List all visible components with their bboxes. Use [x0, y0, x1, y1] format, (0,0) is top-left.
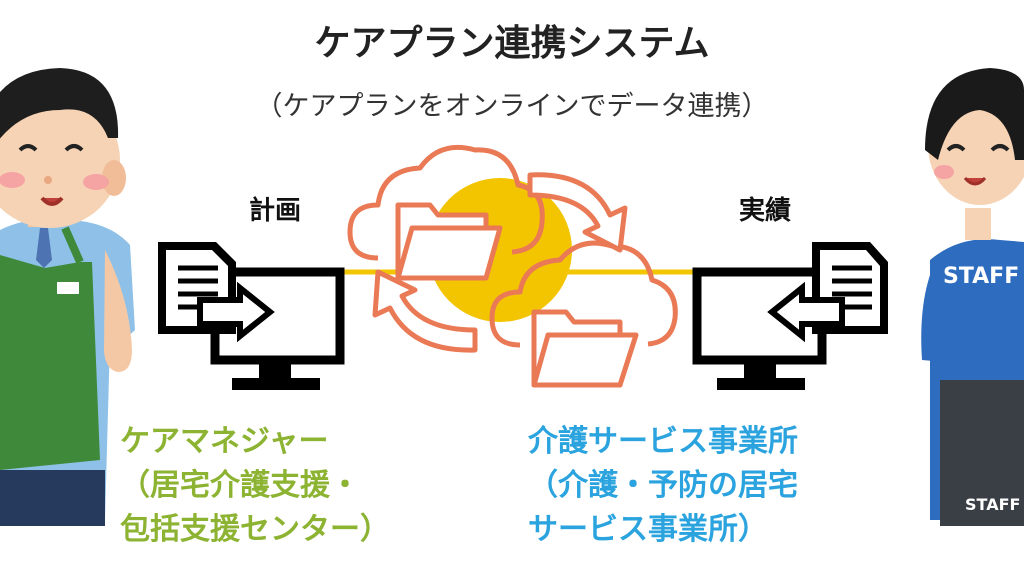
left-arrow-icon	[197, 281, 275, 343]
service-provider-caption: 介護サービス事業所 （介護・予防の居宅 サービス事業所）	[528, 420, 898, 552]
plan-label: 計画	[248, 196, 301, 226]
caption-line: （介護・予防の居宅	[528, 468, 798, 503]
cloud-folder-icon-top	[347, 144, 545, 281]
right-arrow-icon	[767, 281, 845, 343]
caregiver-manager-illustration	[0, 68, 135, 526]
caption-line: 包括支援センター）	[120, 512, 390, 547]
cloud-folder-icon-bottom	[489, 240, 678, 388]
staff-text: STAFF	[943, 264, 1019, 289]
page-subtitle: （ケアプランをオンラインでデータ連携）	[255, 91, 769, 122]
care-manager-caption: ケアマネジャー （居宅介護支援・ 包括支援センター）	[120, 420, 480, 552]
caption-line: ケアマネジャー	[120, 424, 329, 459]
page-title: ケアプラン連携システム	[314, 23, 710, 64]
sync-arrow-icon-left	[372, 269, 478, 353]
caption-line: サービス事業所）	[528, 512, 768, 547]
staff-illustration: STAFF STAFF	[921, 68, 1024, 526]
sync-arrow-icon-right	[527, 172, 628, 253]
staff-text-bottom: STAFF	[965, 495, 1020, 514]
caption-line: 介護サービス事業所	[528, 424, 798, 459]
actual-label: 実績	[738, 196, 791, 226]
caption-line: （居宅介護支援・	[120, 468, 360, 503]
